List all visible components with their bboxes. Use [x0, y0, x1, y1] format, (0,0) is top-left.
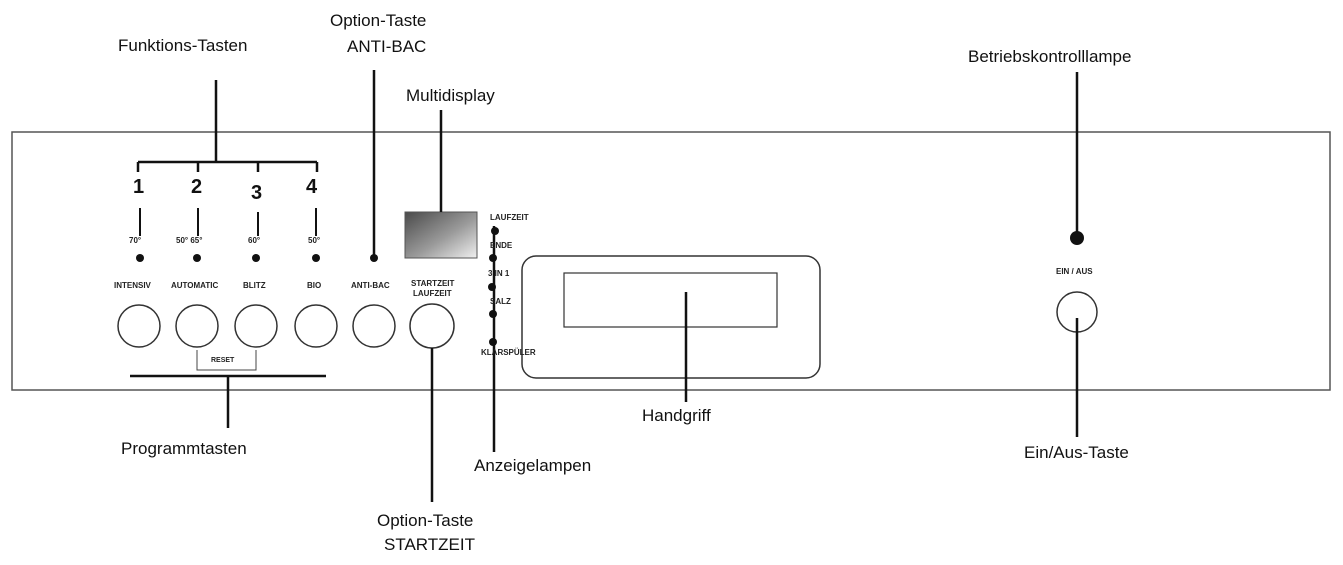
led-bio — [312, 254, 320, 262]
label-intensiv: INTENSIV — [114, 281, 151, 290]
label-automatic: AUTOMATIC — [171, 281, 219, 290]
reset-bracket — [196, 350, 257, 371]
lamp-3in1 — [488, 283, 496, 291]
bio-button[interactable] — [294, 304, 338, 348]
indicator-laufzeit: LAUFZEIT — [490, 213, 529, 222]
indicator-klarspueler: KLARSPÜLER — [481, 348, 536, 357]
temp-intensiv: 70° — [129, 236, 142, 245]
programmtasten-label: Programmtasten — [121, 439, 247, 458]
indicator-ende: ENDE — [490, 241, 513, 250]
programmtasten-pointer — [130, 374, 326, 428]
handgriff-inner — [563, 272, 778, 328]
label-startzeit-2: LAUFZEIT — [413, 289, 452, 298]
intensiv-button[interactable] — [117, 304, 161, 348]
temp-bio: 50° — [308, 236, 321, 245]
control-panel — [11, 131, 1331, 391]
indicator-3in1: 3 IN 1 — [488, 269, 510, 278]
lamp-salz — [489, 310, 497, 318]
startzeit-button[interactable] — [409, 303, 455, 349]
multidisplay-label: Multidisplay — [406, 86, 495, 105]
ein-aus-panel-label: EIN / AUS — [1056, 267, 1093, 276]
betriebskontrolllampe-label: Betriebskontrolllampe — [968, 47, 1132, 66]
handgriff[interactable] — [521, 255, 821, 379]
betriebskontrolllampe — [1070, 231, 1084, 245]
function-leds — [136, 254, 378, 262]
temp-automatic: 50° 65° — [176, 236, 203, 245]
indicator-lamps — [488, 227, 499, 346]
function-number-3: 3 — [251, 182, 263, 204]
label-anti-bac: ANTI-BAC — [351, 281, 390, 290]
anzeigelampen-label: Anzeigelampen — [474, 456, 592, 475]
label-bio: BIO — [307, 281, 322, 290]
option-startzeit-label-1: Option-Taste — [377, 511, 474, 530]
function-number-1: 1 — [133, 176, 145, 198]
blitz-button[interactable] — [234, 304, 278, 348]
label-startzeit-1: STARTZEIT — [411, 279, 455, 288]
function-stems — [139, 208, 317, 236]
handgriff-label: Handgriff — [642, 406, 711, 425]
function-number-4: 4 — [306, 176, 318, 198]
function-number-2: 2 — [191, 176, 203, 198]
label-blitz: BLITZ — [243, 281, 266, 290]
indicator-salz: SALZ — [490, 297, 511, 306]
led-intensiv — [136, 254, 144, 262]
funktions-tasten-label: Funktions-Tasten — [118, 36, 248, 55]
led-blitz — [252, 254, 260, 262]
ein-aus-taste-label: Ein/Aus-Taste — [1024, 443, 1129, 462]
multidisplay — [404, 211, 478, 259]
lamp-ende — [489, 254, 497, 262]
option-anti-bac-label-1: Option-Taste — [330, 11, 427, 30]
lamp-klarspueler — [489, 338, 497, 346]
automatic-button[interactable] — [175, 304, 219, 348]
lamp-laufzeit — [491, 227, 499, 235]
led-automatic — [193, 254, 201, 262]
temp-blitz: 60° — [248, 236, 261, 245]
anti-bac-button[interactable] — [352, 304, 396, 348]
reset-label: RESET — [211, 357, 235, 364]
option-anti-bac-label-2: ANTI-BAC — [347, 37, 427, 56]
funktions-tasten-bracket — [136, 80, 319, 172]
option-startzeit-label-2: STARTZEIT — [384, 535, 475, 554]
